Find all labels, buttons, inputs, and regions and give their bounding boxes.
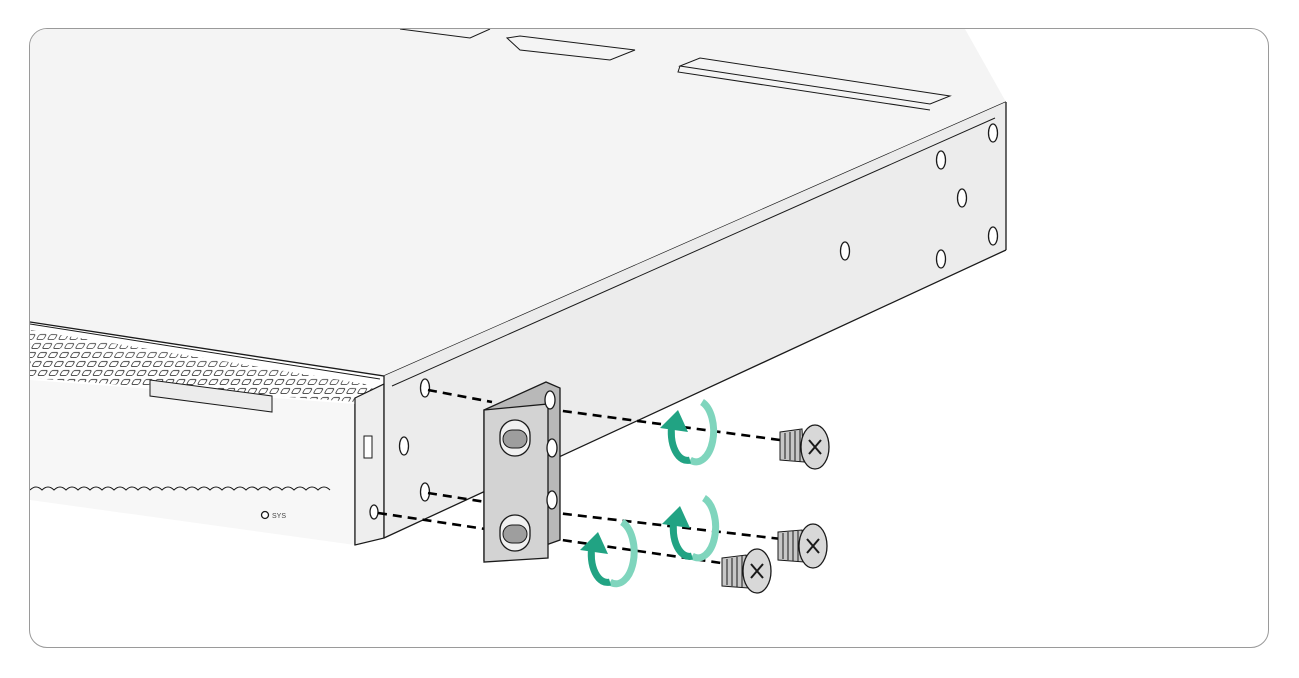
mounting-bracket [483,381,561,563]
port-label: SYS [272,513,286,520]
status-led-icon [260,510,270,520]
screw-icon [779,424,830,470]
dashed-guide-line [377,388,791,567]
rotation-arrow-icon [580,519,638,588]
rotation-arrow-icon [662,495,720,562]
chassis-front: SYS [30,379,385,546]
screw-icon [721,548,772,594]
screw-icon [777,523,828,569]
rotation-arrow-icon [660,399,718,466]
vent-mesh [30,323,381,402]
